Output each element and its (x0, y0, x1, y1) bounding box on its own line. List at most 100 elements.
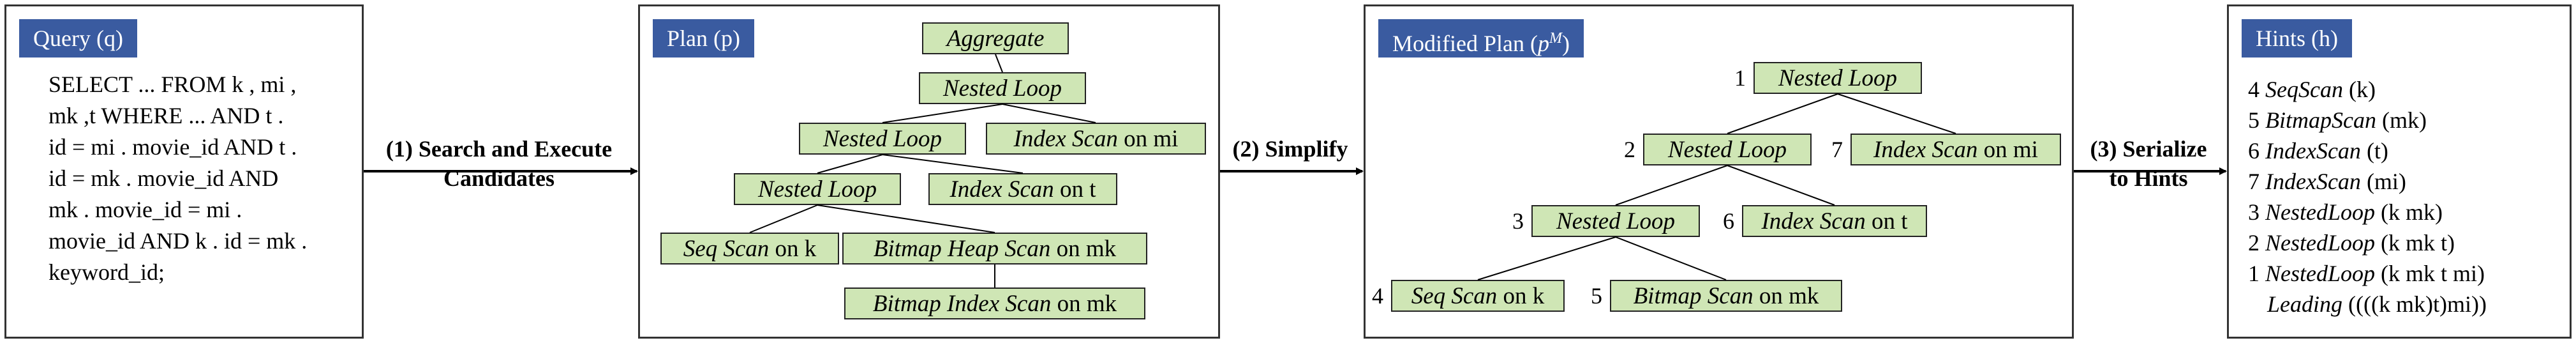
plan-edge (817, 204, 995, 233)
plan-panel-title: Plan (p) (653, 19, 754, 57)
modified-op: Index Scan (1761, 208, 1866, 234)
plan-op: Nested Loop (823, 126, 942, 152)
hint-number: 5 (2248, 107, 2260, 133)
hint-number: 1 (2248, 261, 2260, 286)
query-panel-title: Query (q) (19, 19, 137, 57)
arrow2-label-text: (2) Simplify (1232, 136, 1348, 162)
modified-edge (1727, 93, 1838, 134)
modified-edge (1615, 165, 1728, 206)
hint-args: ((((k mk)t)mi)) (2342, 291, 2487, 317)
hint-op: SeqScan (2265, 77, 2343, 102)
plan-edge (995, 54, 1003, 73)
hint-op: NestedLoop (2265, 199, 2376, 225)
plan-node-nested-loop-top: Nested Loop (919, 72, 1086, 104)
plan-target: on mi (1117, 126, 1179, 152)
modified-title-suffix: ) (1561, 31, 1570, 56)
hint-line: Leading ((((k mk)t)mi)) (2267, 291, 2487, 317)
query-sql: SELECT ... FROM k , mi , mk ,t WHERE ...… (48, 69, 307, 288)
hint-args: (mi) (2360, 169, 2406, 194)
query-line: mk . movie_id = mi . (48, 197, 242, 222)
modified-title-sup: M (1549, 30, 1562, 47)
hint-line: 7 IndexScan (mi) (2248, 169, 2406, 194)
hint-number: 3 (2248, 199, 2260, 225)
plan-target: on t (1053, 176, 1096, 203)
hints-panel: Hints (h) 4 SeqScan (k) 5 BitmapScan (mk)… (2227, 4, 2572, 339)
hints-panel-title: Hints (h) (2242, 19, 2352, 57)
plan-op: Bitmap Index Scan (872, 291, 1052, 317)
query-line: movie_id AND k . id = mk . (48, 228, 308, 254)
plan-node-index-scan-mi: Index Scan on mi (986, 123, 1206, 155)
modified-op: Nested Loop (1556, 208, 1676, 234)
plan-target: on mk (1050, 236, 1117, 262)
plan-op: Bitmap Heap Scan (873, 236, 1051, 262)
modified-node-number: 3 (1512, 208, 1524, 234)
modified-edge (1615, 236, 1727, 280)
plan-op: Nested Loop (757, 176, 877, 203)
modified-node-4-seq-scan-k: Seq Scan on k (1391, 280, 1565, 312)
plan-op: Index Scan (949, 176, 1054, 203)
hint-line: 3 NestedLoop (k mk) (2248, 199, 2443, 225)
modified-target: on k (1497, 283, 1545, 309)
hint-line: 5 BitmapScan (mk) (2248, 107, 2427, 133)
arrow3-label-line1: (3) Serialize (2090, 136, 2207, 162)
modified-edge (1727, 165, 1835, 206)
arrow2-label: (2) Simplify (1220, 134, 1360, 164)
query-line: mk ,t WHERE ... AND t . (48, 103, 284, 128)
modified-node-1-nested-loop: Nested Loop (1753, 62, 1922, 94)
modified-node-number: 2 (1624, 137, 1635, 162)
plan-op: Nested Loop (942, 75, 1062, 102)
plan-node-nested-loop-mid: Nested Loop (799, 123, 966, 155)
modified-op: Index Scan (1873, 137, 1978, 163)
hint-number: 6 (2248, 138, 2260, 164)
plan-edge (882, 154, 1024, 174)
hint-op: NestedLoop (2265, 261, 2376, 286)
hint-line: 1 NestedLoop (k mk t mi) (2248, 261, 2485, 286)
modified-node-7-index-scan-mi: Index Scan on mi (1850, 134, 2061, 165)
hint-op: IndexScan (2265, 138, 2361, 164)
plan-node-bitmap-heap-scan-mk: Bitmap Heap Scan on mk (842, 233, 1147, 264)
plan-node-seq-scan-k: Seq Scan on k (660, 233, 839, 264)
hint-number: 2 (2248, 230, 2260, 256)
plan-target: on k (769, 236, 817, 262)
hint-line: 6 IndexScan (t) (2248, 138, 2388, 164)
plan-edge (749, 204, 818, 233)
hint-line: 4 SeqScan (k) (2248, 77, 2376, 102)
hint-op: NestedLoop (2265, 230, 2376, 256)
hint-args: (k mk) (2375, 199, 2443, 225)
arrow1-label-line1: (1) Search and Execute (385, 136, 613, 162)
modified-op: Nested Loop (1667, 137, 1787, 163)
hint-args: (k mk t) (2375, 230, 2455, 256)
modified-node-6-index-scan-t: Index Scan on t (1742, 205, 1927, 237)
modified-node-number: 6 (1723, 208, 1734, 234)
modified-edge (1837, 93, 1956, 134)
modified-target: on mk (1753, 283, 1819, 309)
plan-node-aggregate: Aggregate (922, 22, 1069, 54)
query-line: SELECT ... FROM k , mi , (48, 72, 297, 97)
modified-title-prefix: Modified Plan ( (1392, 31, 1538, 56)
modified-node-3-nested-loop: Nested Loop (1531, 205, 1700, 237)
modified-node-number: 7 (1831, 137, 1843, 162)
modified-op: Nested Loop (1778, 65, 1898, 91)
arrow3-label-line2: to Hints (2109, 165, 2188, 191)
query-panel: Query (q) SELECT ... FROM k , mi , mk ,t… (4, 4, 364, 339)
modified-node-number: 1 (1734, 65, 1746, 91)
hint-args: (k) (2342, 77, 2376, 102)
hint-args: (k mk t mi) (2375, 261, 2485, 286)
plan-node-index-scan-t: Index Scan on t (928, 173, 1117, 205)
hint-op: BitmapScan (2265, 107, 2376, 133)
modified-edge (1477, 236, 1616, 280)
hint-args: (t) (2360, 138, 2388, 164)
modified-target: on mi (1977, 137, 2038, 163)
modified-node-number: 5 (1591, 283, 1602, 309)
hint-number: 4 (2248, 77, 2260, 102)
plan-op: Index Scan (1013, 126, 1118, 152)
arrow1-label-line2: Candidates (443, 165, 555, 191)
modified-target: on t (1865, 208, 1908, 234)
modified-op: Seq Scan (1411, 283, 1498, 309)
arrow1-label: (1) Search and Execute Candidates (365, 134, 633, 193)
plan-edge (882, 103, 1003, 123)
query-line: keyword_id; (48, 259, 165, 285)
modified-plan-panel-title: Modified Plan (pM) (1378, 19, 1584, 57)
plan-edge (817, 154, 883, 174)
